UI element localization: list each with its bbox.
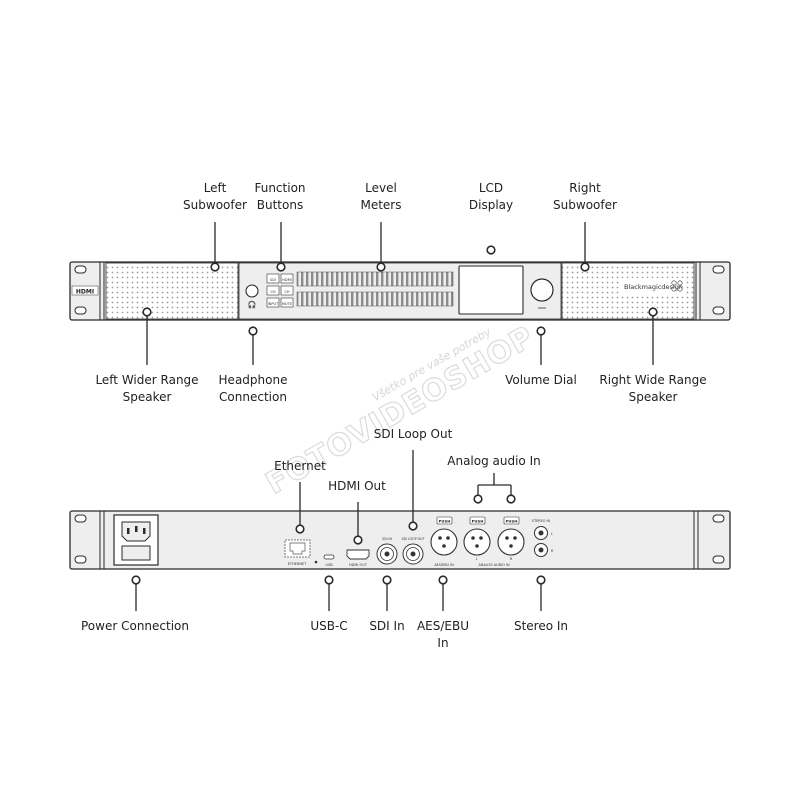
svg-text:MUTE: MUTE xyxy=(282,302,292,306)
label-hdmi-out: HDMI Out xyxy=(328,479,386,493)
front-callouts xyxy=(142,222,658,365)
stereo-in-label: STEREO IN xyxy=(532,519,551,523)
xlr-right-label: R xyxy=(510,557,513,561)
svg-text:PUSH: PUSH xyxy=(506,519,518,524)
rack-hole-icon xyxy=(74,514,87,523)
rack-hole-icon xyxy=(74,306,87,315)
lcd-display xyxy=(458,265,524,315)
label-sdi-loop-out: SDI Loop Out xyxy=(373,427,453,441)
sdi-in-port[interactable] xyxy=(376,543,398,565)
rear-callouts xyxy=(131,450,546,611)
headphone-icon: 🎧 xyxy=(248,300,257,309)
rack-hole-icon xyxy=(712,306,725,315)
input-button[interactable] xyxy=(266,297,280,308)
sdi-loop-out-label: SDI LOOP OUT xyxy=(402,537,425,541)
ethernet-label: ETHERNET xyxy=(288,562,307,566)
label-usb-c: USB-C xyxy=(310,619,348,633)
function-buttons: SDI HDMI CH CH INPUT MUTE xyxy=(266,273,294,308)
svg-text:SDI: SDI xyxy=(270,278,276,282)
svg-text:PUSH: PUSH xyxy=(472,519,484,524)
svg-text:L: L xyxy=(551,532,553,536)
sdi-button[interactable] xyxy=(266,273,280,284)
level-meters xyxy=(296,271,454,307)
label-volume-dial: Volume Dial xyxy=(505,373,577,387)
brand-logo: Blackmagicdesign xyxy=(624,283,683,291)
headphone-jack[interactable] xyxy=(245,284,259,298)
rack-hole-icon xyxy=(712,514,725,523)
channel-down-button[interactable] xyxy=(280,285,294,296)
rear-chassis xyxy=(69,510,731,570)
hdmi-out-label: HDMI OUT xyxy=(349,563,368,567)
rack-hole-icon xyxy=(712,265,725,274)
analog-xlr-right-port[interactable]: PUSH xyxy=(497,516,525,556)
label-ethernet: Ethernet xyxy=(274,459,326,473)
sdi-in-label: SDI IN xyxy=(382,537,392,541)
model-badge: HDMI xyxy=(76,289,94,296)
aes-ebu-xlr-port[interactable]: PUSH xyxy=(430,516,458,556)
stereo-in-right-port[interactable] xyxy=(534,543,548,557)
label-analog-audio-in: Analog audio In xyxy=(447,454,541,468)
xlr-left-label: L xyxy=(476,557,478,561)
rear-panel: ETHERNET USB HDMI OUT SDI IN SDI LOOP OU… xyxy=(69,510,731,570)
power-connector[interactable] xyxy=(113,514,159,566)
rack-hole-icon xyxy=(712,555,725,564)
svg-text:HDMI: HDMI xyxy=(282,278,291,282)
svg-text:CH: CH xyxy=(270,290,275,294)
svg-text:PUSH: PUSH xyxy=(439,519,451,524)
label-power-connection: Power Connection xyxy=(81,619,189,633)
svg-text:CH: CH xyxy=(284,290,289,294)
usb-label: USB xyxy=(325,563,333,567)
usb-c-port[interactable] xyxy=(323,554,335,560)
hdmi-button[interactable] xyxy=(280,273,294,284)
front-panel: HDMI Blackmagicdesign 🎧 SDI HDMI CH CH I… xyxy=(69,261,731,321)
sdi-loop-out-port[interactable] xyxy=(402,543,424,565)
svg-text:R: R xyxy=(551,549,554,553)
svg-text:INPUT: INPUT xyxy=(268,302,279,306)
mute-button[interactable] xyxy=(280,297,294,308)
label-sdi-in: SDI In xyxy=(369,619,405,633)
left-speaker-grille xyxy=(105,262,239,320)
channel-up-button[interactable] xyxy=(266,285,280,296)
hdmi-out-port[interactable] xyxy=(346,549,370,560)
volume-dial[interactable] xyxy=(530,278,554,302)
stereo-in-left-port[interactable] xyxy=(534,526,548,540)
label-stereo-in: Stereo In xyxy=(513,619,569,633)
analog-xlr-left-port[interactable]: PUSH xyxy=(463,516,491,556)
rack-hole-icon xyxy=(74,555,87,564)
rack-hole-icon xyxy=(74,265,87,274)
aes-ebu-in-label: AES/EBU IN xyxy=(434,563,454,567)
analog-audio-in-label: ANALOG AUDIO IN xyxy=(478,563,509,567)
ethernet-port[interactable] xyxy=(284,539,311,558)
